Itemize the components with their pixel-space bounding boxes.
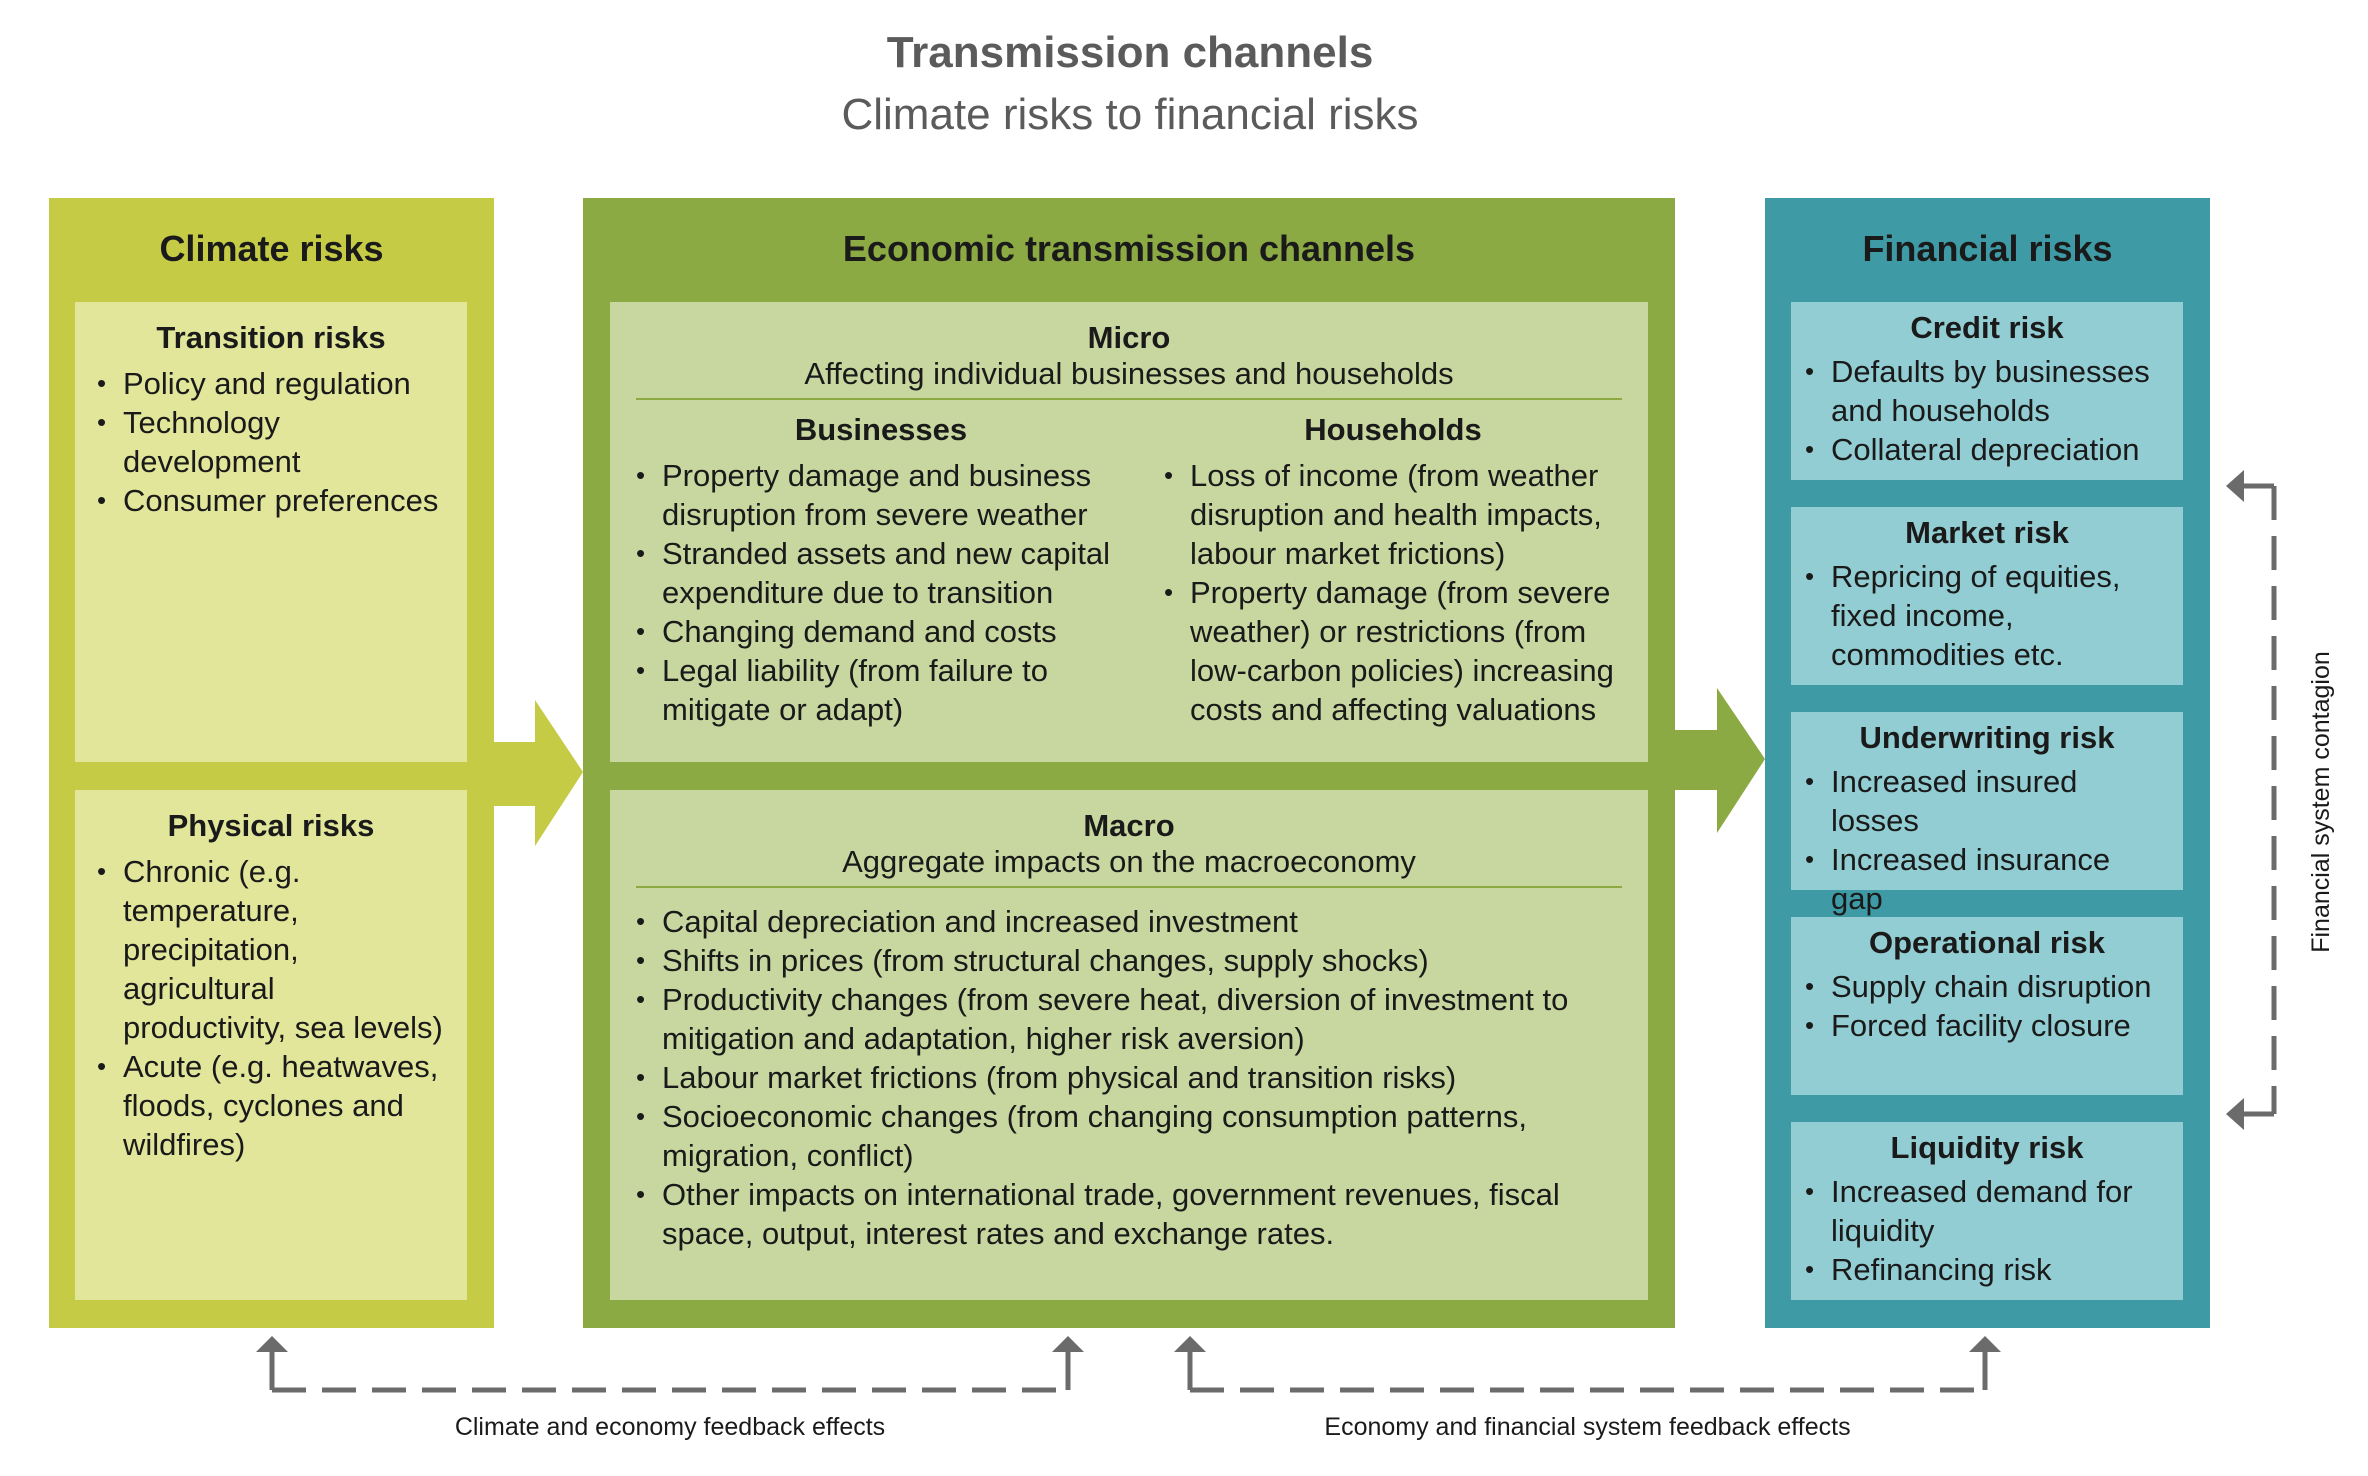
liquidity-risk-panel: Liquidity risk Increased demand for liqu…	[1791, 1122, 2183, 1300]
macro-divider	[636, 886, 1622, 888]
macro-panel: Macro Aggregate impacts on the macroecon…	[610, 790, 1648, 1300]
operational-risk-title: Operational risk	[1868, 925, 2106, 960]
financial-risks-heading: Financial risks	[1862, 228, 2113, 269]
credit-risk-list: Defaults by businesses and households Co…	[1805, 352, 2169, 469]
list-item: Increased insurance gap	[1805, 840, 2169, 918]
list-item: Other impacts on international trade, go…	[636, 1175, 1622, 1253]
physical-risks-title: Physical risks	[167, 808, 375, 843]
households-title: Households	[1304, 412, 1482, 447]
list-item: Acute (e.g. heatwaves, floods, cyclones …	[97, 1047, 445, 1164]
macro-list: Capital depreciation and increased inves…	[636, 902, 1622, 1253]
list-item: Increased demand for liquidity	[1805, 1172, 2169, 1250]
businesses-list: Property damage and business disruption …	[636, 456, 1126, 729]
businesses-column: Businesses Property damage and business …	[636, 412, 1126, 729]
list-item: Supply chain disruption	[1805, 967, 2169, 1006]
financial-contagion-arrow	[2240, 483, 2277, 1117]
liquidity-risk-title: Liquidity risk	[1890, 1130, 2084, 1165]
market-risk-panel: Market risk Repricing of equities, fixed…	[1791, 507, 2183, 685]
list-item: Property damage (from severe weather) or…	[1164, 573, 1622, 729]
list-item: Legal liability (from failure to mitigat…	[636, 651, 1126, 729]
climate-economy-feedback-arrow	[269, 1348, 1071, 1393]
financial-contagion-caption: Financial system contagion	[2307, 651, 2335, 953]
households-column: Households Loss of income (from weather …	[1164, 412, 1622, 729]
list-item: Property damage and business disruption …	[636, 456, 1126, 534]
page-title: Transmission channels	[886, 28, 1374, 77]
market-risk-list: Repricing of equities, fixed income, com…	[1805, 557, 2169, 674]
list-item: Loss of income (from weather disruption …	[1164, 456, 1622, 573]
operational-risk-list: Supply chain disruption Forced facility …	[1805, 967, 2169, 1045]
underwriting-risk-list: Increased insured losses Increased insur…	[1805, 762, 2169, 918]
list-item: Collateral depreciation	[1805, 430, 2169, 469]
list-item: Shifts in prices (from structural change…	[636, 941, 1622, 980]
page-subtitle: Climate risks to financial risks	[841, 90, 1419, 139]
micro-title: Micro	[1087, 320, 1171, 355]
list-item: Consumer preferences	[97, 481, 445, 520]
arrowhead-left-icon	[2226, 1098, 2244, 1130]
micro-subtitle: Affecting individual businesses and hous…	[804, 356, 1454, 391]
arrowhead-up-icon	[1174, 1336, 1206, 1352]
underwriting-risk-title: Underwriting risk	[1859, 720, 2115, 755]
market-risk-title: Market risk	[1905, 515, 2069, 550]
list-item: Socioeconomic changes (from changing con…	[636, 1097, 1622, 1175]
arrowhead-left-icon	[2226, 470, 2244, 502]
economy-financial-feedback-caption: Economy and financial system feedback ef…	[1324, 1413, 1851, 1441]
micro-panel: Micro Affecting individual businesses an…	[610, 302, 1648, 762]
list-item: Policy and regulation	[97, 364, 445, 403]
macro-subtitle: Aggregate impacts on the macroeconomy	[842, 844, 1416, 879]
economic-to-financial-arrow	[1675, 688, 1765, 833]
transition-risks-title: Transition risks	[156, 320, 386, 355]
list-item: Technology development	[97, 403, 445, 481]
list-item: Changing demand and costs	[636, 612, 1126, 651]
list-item: Forced facility closure	[1805, 1006, 2169, 1045]
climate-to-economic-arrow	[494, 700, 583, 846]
list-item: Stranded assets and new capital expendit…	[636, 534, 1126, 612]
list-item: Labour market frictions (from physical a…	[636, 1058, 1622, 1097]
businesses-title: Businesses	[794, 412, 968, 447]
list-item: Repricing of equities, fixed income, com…	[1805, 557, 2169, 674]
arrowhead-up-icon	[256, 1336, 288, 1352]
arrowhead-up-icon	[1969, 1336, 2001, 1352]
households-list: Loss of income (from weather disruption …	[1164, 456, 1622, 729]
climate-risks-heading: Climate risks	[159, 228, 384, 269]
physical-risks-panel: Physical risks Chronic (e.g. temperature…	[75, 790, 467, 1300]
credit-risk-panel: Credit risk Defaults by businesses and h…	[1791, 302, 2183, 480]
list-item: Capital depreciation and increased inves…	[636, 902, 1622, 941]
transition-risks-list: Policy and regulation Technology develop…	[97, 364, 445, 520]
underwriting-risk-panel: Underwriting risk Increased insured loss…	[1791, 712, 2183, 916]
list-item: Increased insured losses	[1805, 762, 2169, 840]
operational-risk-panel: Operational risk Supply chain disruption…	[1791, 917, 2183, 1095]
list-item: Chronic (e.g. temperature, precipitation…	[97, 852, 445, 1047]
climate-economy-feedback-caption: Climate and economy feedback effects	[454, 1413, 886, 1441]
credit-risk-title: Credit risk	[1910, 310, 2064, 345]
economy-financial-feedback-arrow	[1187, 1348, 1988, 1393]
economic-channels-heading: Economic transmission channels	[842, 228, 1416, 269]
micro-divider	[636, 398, 1622, 400]
liquidity-risk-list: Increased demand for liquidity Refinanci…	[1805, 1172, 2169, 1289]
list-item: Productivity changes (from severe heat, …	[636, 980, 1622, 1058]
list-item: Defaults by businesses and households	[1805, 352, 2169, 430]
arrowhead-up-icon	[1052, 1336, 1084, 1352]
list-item: Refinancing risk	[1805, 1250, 2169, 1289]
transition-risks-panel: Transition risks Policy and regulation T…	[75, 302, 467, 762]
physical-risks-list: Chronic (e.g. temperature, precipitation…	[97, 852, 445, 1164]
macro-title: Macro	[1083, 808, 1175, 843]
